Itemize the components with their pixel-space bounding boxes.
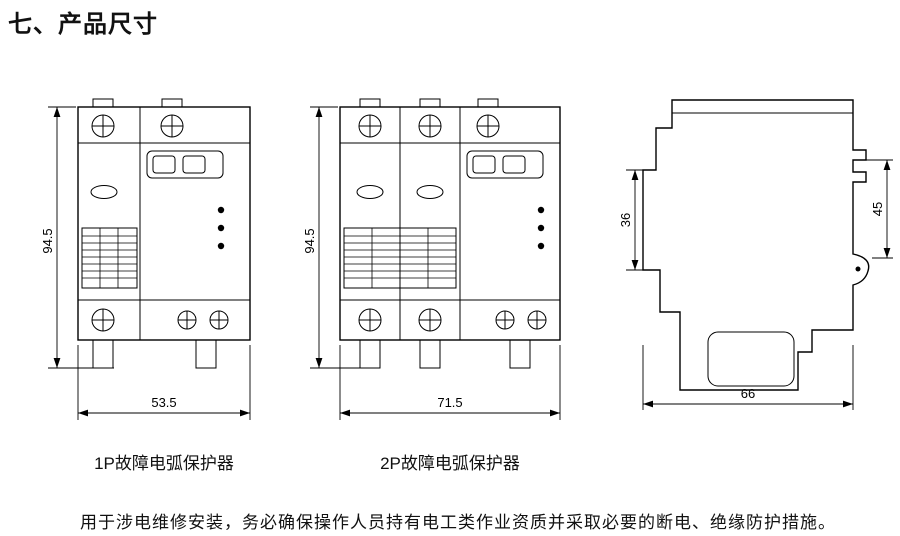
test-button <box>416 185 444 199</box>
indicator-window <box>146 150 224 179</box>
caption-2p: 2P故障电弧保护器 <box>380 454 520 473</box>
test-button <box>90 185 118 199</box>
bottom-terminal-tab <box>509 339 531 369</box>
label-area <box>343 227 457 289</box>
test-button <box>356 185 384 199</box>
screw-icon <box>418 308 442 332</box>
screw-icon <box>358 114 382 138</box>
indicator-window-cell <box>502 155 526 174</box>
dimension-2p-width: 71.5 <box>339 345 561 420</box>
panel-lines <box>78 107 250 340</box>
side-outline <box>642 99 870 391</box>
breaker-body <box>339 106 561 341</box>
bottom-terminal-tab <box>195 339 217 369</box>
dimension-side-back-height: 45 <box>866 159 893 259</box>
breaker-side-view <box>642 99 870 391</box>
bottom-terminal-tab <box>419 339 441 369</box>
dim-label-1p-width: 53.5 <box>151 395 176 410</box>
screw-icon <box>495 310 515 330</box>
screw-icon <box>476 114 500 138</box>
dim-label-side-66: 66 <box>741 386 755 401</box>
breaker-body <box>77 106 251 341</box>
top-terminal-tab <box>161 98 183 108</box>
breaker-2p-front-view <box>339 98 561 369</box>
dimension-1p-width: 53.5 <box>77 345 251 420</box>
indicator-window-cell <box>152 155 176 174</box>
screw-icon <box>160 114 184 138</box>
top-terminal-tab <box>92 98 114 108</box>
panel-lines <box>340 107 560 340</box>
indicator-window <box>466 150 544 179</box>
rail-clip-pin <box>855 266 861 272</box>
screw-icon <box>358 308 382 332</box>
screw-icon <box>418 114 442 138</box>
screw-icon <box>209 310 229 330</box>
dim-label-2p-width: 71.5 <box>437 395 462 410</box>
screw-icon <box>177 310 197 330</box>
dim-label-2p-height: 94.5 <box>302 228 317 253</box>
bottom-terminal-tab <box>92 339 114 369</box>
page-title: 七、产品尺寸 <box>8 11 158 38</box>
dimension-1p-height: 94.5 <box>40 106 114 369</box>
top-terminal-tab <box>477 98 499 108</box>
dimension-side-depth: 66 <box>642 345 854 410</box>
dimension-2p-height: 94.5 <box>302 106 380 369</box>
screw-icon <box>527 310 547 330</box>
bottom-recess <box>707 331 795 387</box>
label-area <box>81 227 138 289</box>
dim-label-side-36: 36 <box>618 213 633 227</box>
screw-icon <box>91 114 115 138</box>
top-terminal-tab <box>419 98 441 108</box>
screw-icon <box>91 308 115 332</box>
top-terminal-tab <box>359 98 381 108</box>
bottom-terminal-tab <box>359 339 381 369</box>
safety-note: 用于涉电维修安装，务必确保操作人员持有电工类作业资质并采取必要的断电、绝缘防护措… <box>80 513 836 532</box>
indicator-leds <box>217 206 225 250</box>
caption-1p: 1P故障电弧保护器 <box>94 454 234 473</box>
dim-label-side-45: 45 <box>870 202 885 216</box>
dim-label-1p-height: 94.5 <box>40 228 55 253</box>
indicator-window-cell <box>182 155 206 174</box>
indicator-leds <box>537 206 545 250</box>
indicator-window-cell <box>472 155 496 174</box>
dimension-side-front-height: 36 <box>618 169 643 271</box>
breaker-1p-front-view <box>77 98 251 369</box>
